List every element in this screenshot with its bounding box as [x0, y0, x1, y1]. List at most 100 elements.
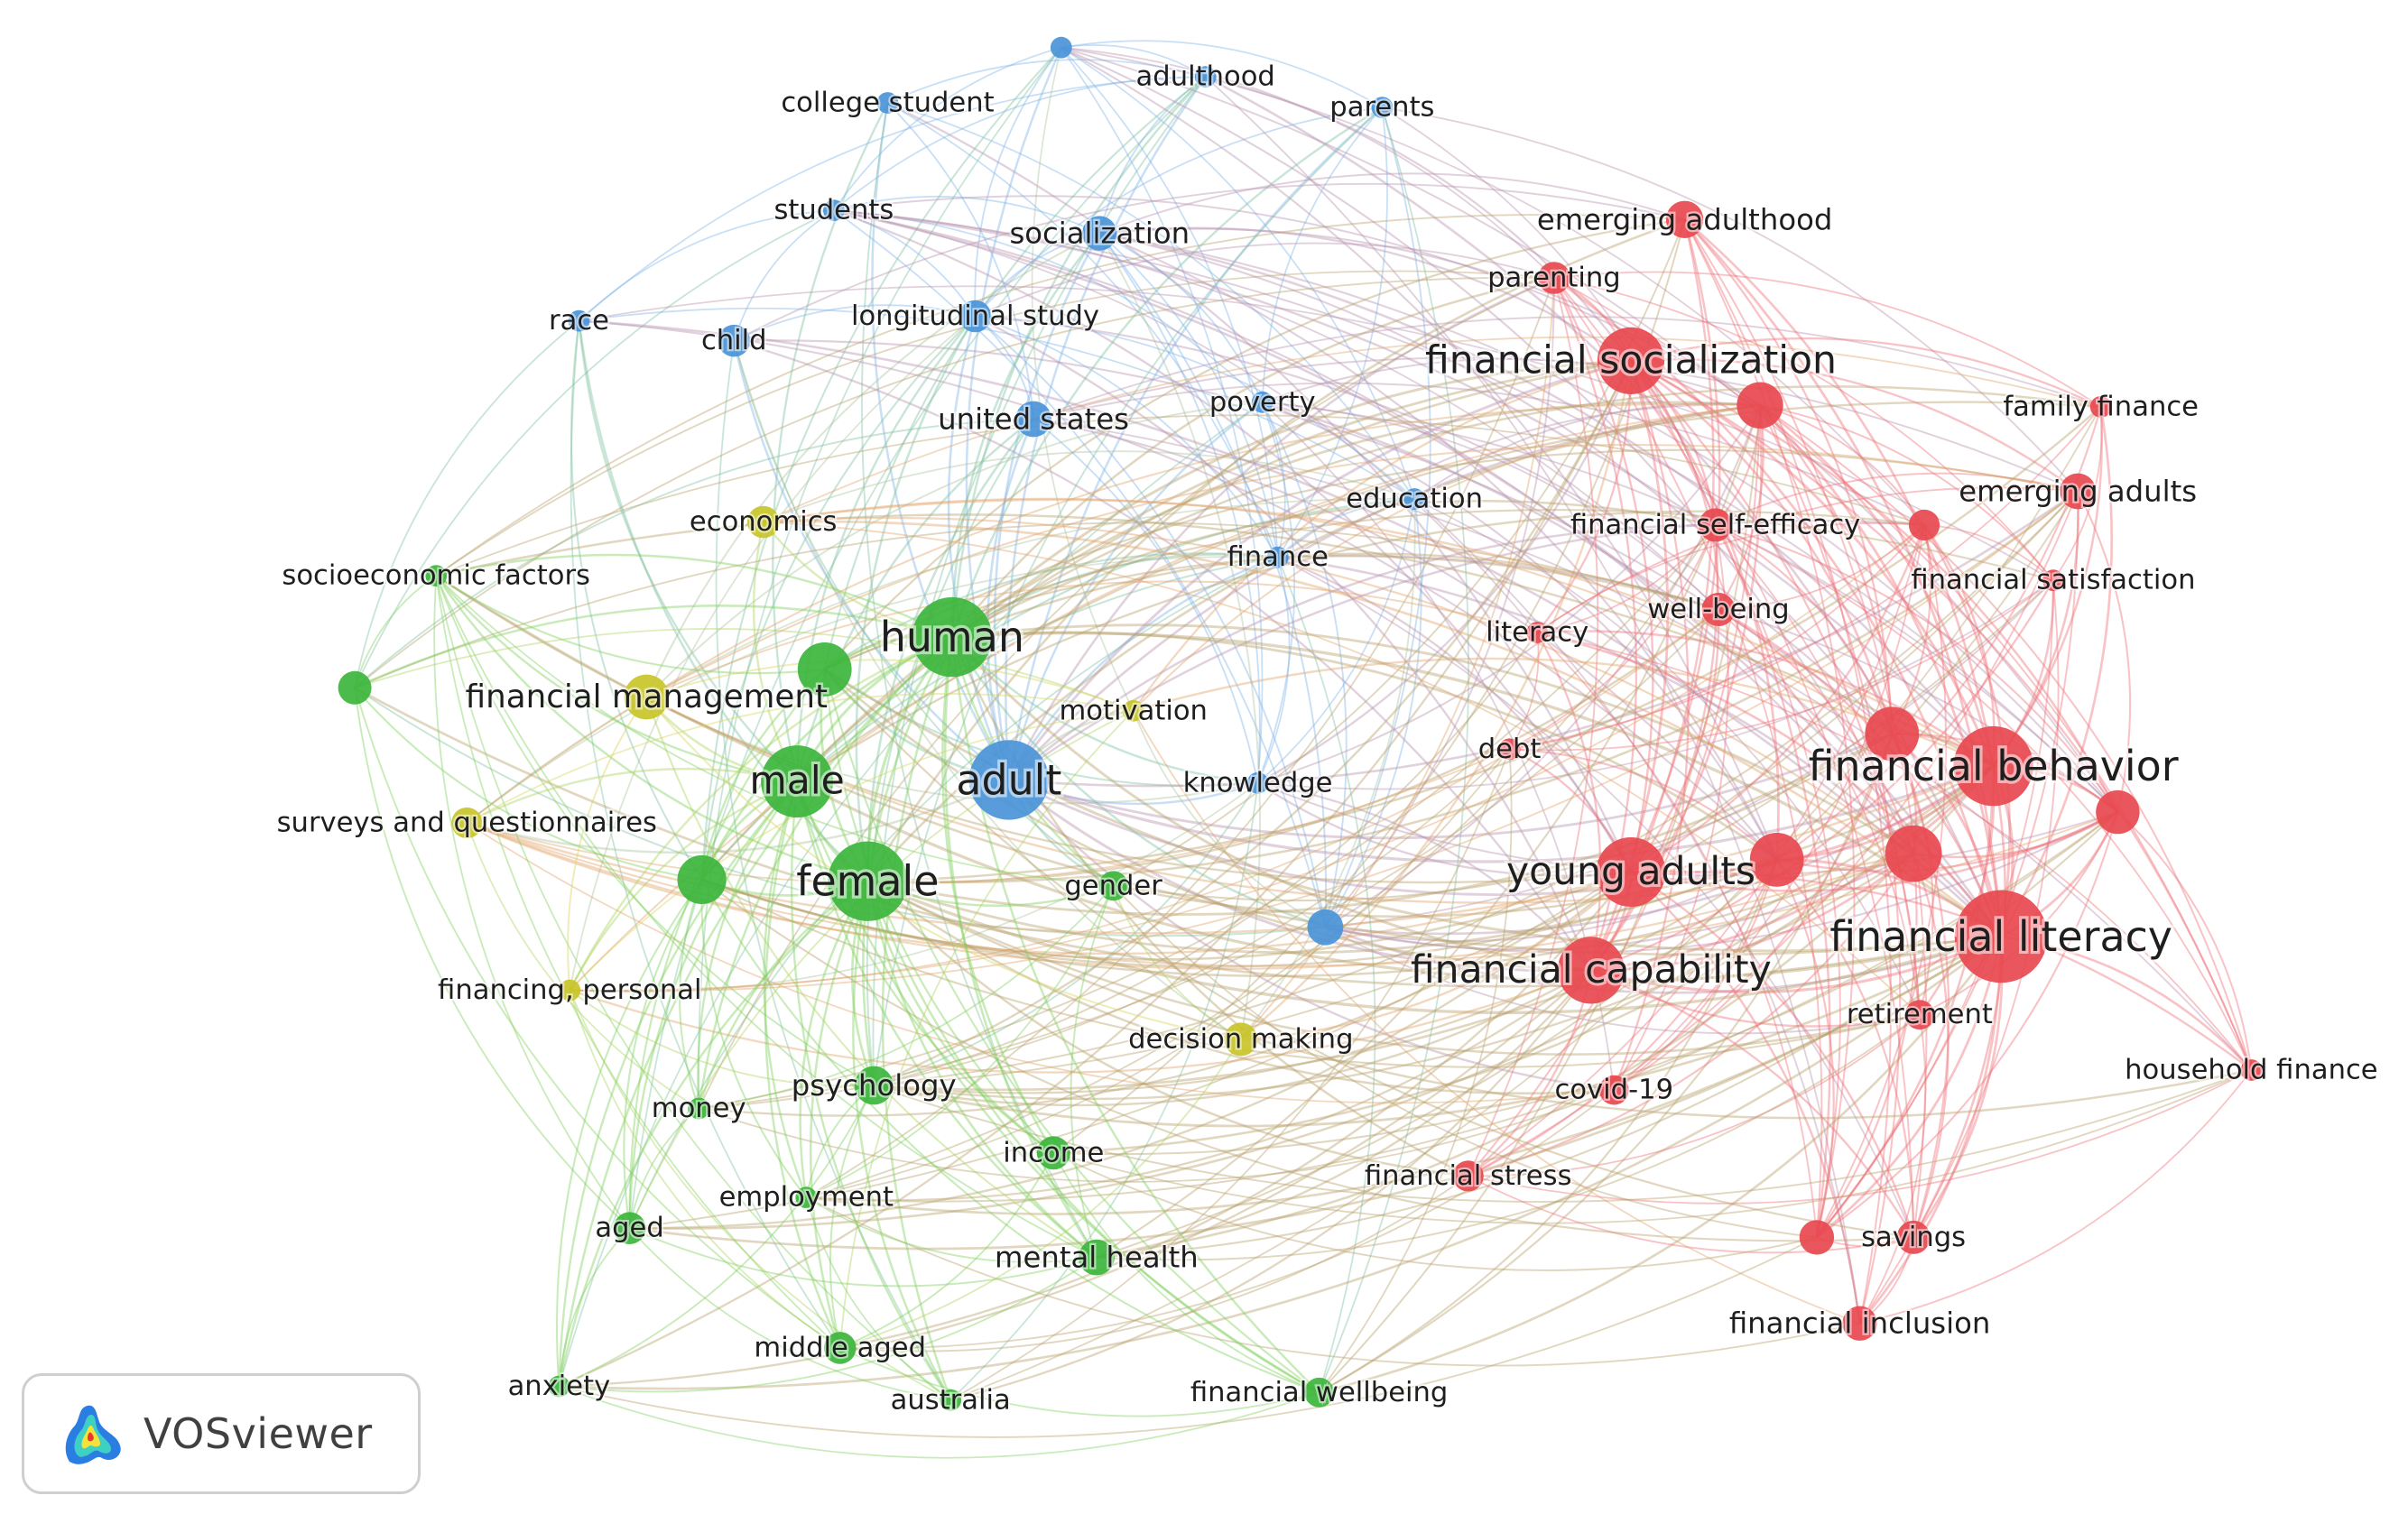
- link-longitudinal-study-male: [795, 315, 977, 782]
- node-emerging-adults[interactable]: [2060, 473, 2097, 510]
- node-australia[interactable]: [940, 1389, 962, 1411]
- node-red-unlabeled-3[interactable]: [1865, 706, 1920, 762]
- label-halo-well-being: well-being: [1647, 594, 1789, 625]
- link-red-unlabeled-3-financial-wellbeing: [1319, 733, 1894, 1394]
- node-finance[interactable]: [1266, 546, 1289, 568]
- node-financial-wellbeing[interactable]: [1304, 1377, 1334, 1408]
- node-adult[interactable]: [968, 740, 1050, 820]
- link-parenting-human: [950, 276, 1555, 638]
- node-blue-top[interactable]: [1050, 36, 1072, 59]
- link-financial-socialization-emerging-adults: [1630, 358, 2079, 493]
- link-financial-stress-female: [866, 880, 1468, 1177]
- node-red-unlabeled-6[interactable]: [1885, 825, 1942, 882]
- link-literacy-household-finance: [1537, 632, 2253, 1071]
- node-financial-socialization[interactable]: [1597, 327, 1665, 394]
- node-money[interactable]: [688, 1097, 710, 1120]
- node-red-unlabeled-7[interactable]: [1799, 1220, 1835, 1255]
- node-family-finance[interactable]: [2089, 396, 2112, 418]
- node-financing-personal[interactable]: [559, 979, 581, 1002]
- node-education[interactable]: [1403, 488, 1425, 510]
- node-motivation[interactable]: [1122, 699, 1144, 722]
- label-financial-inclusion: financial inclusion: [1729, 1306, 1991, 1341]
- node-middle-aged[interactable]: [823, 1332, 857, 1364]
- link-female-mental-health: [866, 881, 1097, 1259]
- node-income[interactable]: [1036, 1136, 1070, 1170]
- link-financial-socialization-retirement: [1630, 360, 1922, 1015]
- node-green-mid-left[interactable]: [677, 854, 727, 905]
- label-household-finance: household finance: [2125, 1055, 2377, 1086]
- link-red-unlabeled-1-household-finance: [1759, 404, 2253, 1071]
- node-savings[interactable]: [1896, 1220, 1931, 1254]
- node-financial-inclusion[interactable]: [1842, 1306, 1877, 1341]
- node-financial-satisfaction[interactable]: [2042, 569, 2064, 592]
- link-green-left-aged: [354, 688, 631, 1229]
- node-knowledge[interactable]: [1246, 771, 1269, 794]
- link-young-adults-household-finance: [1630, 870, 2253, 1071]
- node-green-left[interactable]: [338, 670, 372, 705]
- node-aged[interactable]: [613, 1212, 646, 1244]
- node-students[interactable]: [823, 199, 845, 222]
- node-college-student[interactable]: [876, 92, 899, 114]
- node-young-adults[interactable]: [1596, 837, 1666, 907]
- link-parents-blue-top: [1060, 40, 1383, 108]
- node-race[interactable]: [568, 309, 590, 332]
- node-financial-behavior[interactable]: [1953, 725, 2033, 807]
- link-united-states-adult: [986, 418, 1035, 780]
- node-mental-health[interactable]: [1079, 1239, 1115, 1276]
- link-financial-inclusion-motivation: [1132, 710, 1860, 1325]
- node-socialization[interactable]: [1082, 216, 1117, 251]
- node-parents[interactable]: [1371, 97, 1394, 118]
- node-debt[interactable]: [1498, 738, 1521, 761]
- node-blue-mid[interactable]: [1307, 909, 1344, 946]
- label-halo-financial-satisfaction: financial satisfaction: [1911, 565, 2195, 596]
- node-red-unlabeled-1[interactable]: [1737, 382, 1783, 429]
- link-financial-self-efficacy-household-finance: [1715, 524, 2253, 1071]
- link-covid-19-money: [698, 1089, 1615, 1183]
- node-socioeconomic-factors[interactable]: [425, 565, 448, 586]
- node-emerging-adulthood[interactable]: [1665, 200, 1704, 238]
- node-surveys-and-questionnaires[interactable]: [451, 807, 483, 839]
- link-retirement-economics: [763, 521, 1921, 1016]
- link-financial-capability-savings: [1590, 969, 1915, 1239]
- node-longitudinal-study[interactable]: [959, 300, 992, 333]
- node-literacy[interactable]: [1526, 622, 1549, 643]
- node-financial-management[interactable]: [624, 674, 670, 720]
- node-green-near-human[interactable]: [797, 642, 852, 697]
- node-female[interactable]: [828, 841, 908, 921]
- node-financial-capability[interactable]: [1557, 937, 1625, 1004]
- node-financial-self-efficacy[interactable]: [1699, 508, 1733, 542]
- node-child[interactable]: [718, 324, 751, 357]
- node-financial-stress[interactable]: [1452, 1160, 1484, 1192]
- node-anxiety[interactable]: [548, 1375, 570, 1398]
- node-parenting[interactable]: [1538, 262, 1570, 294]
- node-household-finance[interactable]: [2240, 1059, 2263, 1081]
- node-psychology[interactable]: [854, 1066, 894, 1105]
- label-halo-mental-health: mental health: [995, 1241, 1199, 1275]
- node-well-being[interactable]: [1701, 593, 1736, 626]
- link-green-mid-left-aged: [623, 879, 703, 1229]
- link-parents-adult: [1007, 106, 1384, 780]
- link-blue-mid-financial-satisfaction: [1325, 579, 2054, 928]
- node-financial-literacy[interactable]: [1954, 890, 2048, 983]
- node-decision-making[interactable]: [1224, 1022, 1258, 1057]
- node-human[interactable]: [912, 596, 993, 678]
- node-adulthood[interactable]: [1194, 66, 1217, 88]
- link-household-finance-psychology: [873, 1069, 2252, 1203]
- node-red-unlabeled-4[interactable]: [2096, 789, 2140, 835]
- node-economics[interactable]: [746, 505, 780, 539]
- node-employment[interactable]: [795, 1186, 818, 1209]
- node-gender[interactable]: [1098, 871, 1128, 901]
- node-covid-19[interactable]: [1598, 1075, 1629, 1105]
- link-financial-literacy-anxiety: [559, 935, 2002, 1390]
- node-male[interactable]: [761, 745, 834, 818]
- node-red-unlabeled-5[interactable]: [1749, 833, 1804, 887]
- link-finance-surveys-and-questionnaires: [466, 556, 1278, 824]
- node-poverty[interactable]: [1251, 391, 1273, 413]
- link-finance-green-near-human: [824, 552, 1278, 670]
- node-united-states[interactable]: [1015, 401, 1051, 438]
- node-retirement[interactable]: [1904, 1000, 1935, 1030]
- node-red-unlabeled-2[interactable]: [1908, 509, 1940, 541]
- link-red-unlabeled-2-financial-satisfaction: [1923, 524, 2054, 581]
- link-aged-mental-health: [629, 1227, 1097, 1288]
- link-socialization-longitudinal-study: [974, 232, 1100, 318]
